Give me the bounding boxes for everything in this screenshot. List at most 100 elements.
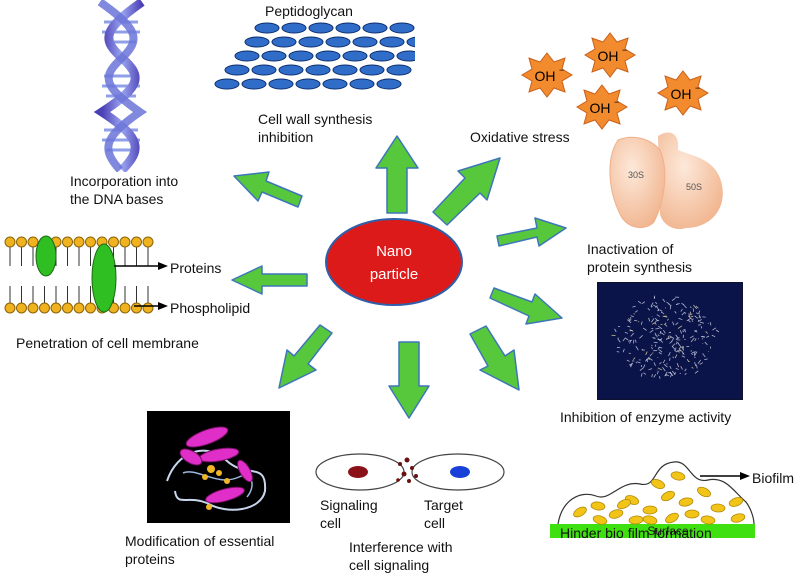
biofilm-image: Surface	[550, 461, 755, 538]
surface-bar	[550, 524, 755, 538]
peptidoglycan-unit	[278, 64, 304, 76]
arrow-up-left	[233, 171, 303, 208]
peptidoglycan-unit	[379, 36, 405, 48]
label-interference-2: cell signaling	[349, 557, 430, 573]
peptidoglycan-unit	[396, 50, 415, 62]
label-oxidative-stress: Oxidative stress	[470, 129, 570, 145]
peptidoglycan-unit	[241, 78, 267, 90]
phospholipid-head	[131, 236, 142, 248]
radical-4: OH −	[657, 70, 709, 116]
bacterium	[642, 515, 658, 525]
phospholipid-head	[4, 236, 16, 248]
svg-text:30S: 30S	[628, 170, 644, 180]
svg-text:OH: OH	[671, 86, 692, 102]
peptidoglycan-unit	[288, 50, 314, 62]
peptidoglycan-unit	[281, 22, 307, 34]
svg-text:−: −	[614, 97, 619, 107]
peptidoglycan-unit	[251, 64, 277, 76]
bacterium	[617, 498, 631, 510]
label-signaling-2: cell	[320, 515, 342, 531]
peptidoglycan-unit	[322, 78, 348, 90]
phospholipid-head	[108, 236, 119, 248]
surface-label: Surface	[647, 524, 689, 538]
phospholipid-head	[85, 302, 96, 314]
nanoparticle-label-line1: Nano	[376, 243, 412, 260]
label-proteins: Proteins	[170, 260, 222, 276]
label-biofilm: Biofilm	[752, 470, 795, 486]
ribosome-image: 30S 50S	[609, 132, 723, 230]
peptidoglycan-unit	[335, 22, 361, 34]
phospholipid-head	[85, 236, 96, 248]
bacterium	[697, 486, 711, 498]
peptidoglycan-unit	[376, 78, 402, 90]
arrow-down	[388, 341, 430, 419]
bacterium	[700, 515, 716, 525]
membrane-protein-large	[91, 243, 117, 313]
radical-2: OH −	[584, 32, 636, 78]
peptidoglycan-unit	[315, 50, 341, 62]
bacterium	[665, 512, 679, 524]
bacterium	[710, 503, 726, 513]
cell-signaling-image	[315, 453, 505, 491]
peptidoglycan-unit	[325, 36, 351, 48]
label-inactivation-2: protein synthesis	[587, 259, 693, 275]
ribosome-large-subunit	[658, 132, 723, 230]
peptidoglycan-unit	[369, 50, 395, 62]
arrow-right-upper	[496, 217, 567, 247]
bacterium	[573, 506, 587, 518]
label-target-2: cell	[424, 515, 446, 531]
bacterium	[590, 501, 606, 511]
peptidoglycan-unit	[308, 22, 334, 34]
phospholipid-head	[119, 302, 131, 314]
bacterium	[608, 509, 624, 519]
svg-text:OH: OH	[598, 48, 619, 64]
signal-molecules	[396, 457, 418, 483]
peptidoglycan-unit	[214, 78, 240, 90]
label-signaling-1: Signaling	[320, 497, 378, 513]
label-interference-1: Interference with	[349, 539, 453, 555]
peptidoglycan-unit	[254, 22, 280, 34]
label-dna-1: Incorporation into	[70, 173, 179, 189]
label-phospholipid: Phospholipid	[170, 300, 251, 316]
peptidoglycan-unit	[342, 50, 368, 62]
arrow-down-right	[469, 325, 520, 391]
essential-protein-image	[147, 411, 290, 523]
phospholipid-head	[142, 302, 154, 314]
label-peptidoglycan: Peptidoglycan	[265, 3, 353, 19]
label-modification-1: Modification of essential	[125, 533, 275, 549]
nanoparticle-label-line2: particle	[370, 266, 418, 283]
phospholipid-head	[62, 302, 73, 314]
phospholipid-head	[119, 236, 131, 248]
cell-membrane-image	[4, 235, 168, 314]
target-cell-nucleus	[450, 466, 470, 478]
radical-3: OH −	[576, 84, 628, 130]
arrow-down-left	[278, 324, 333, 389]
phospholipid-head	[50, 302, 62, 314]
peptidoglycan-unit	[234, 50, 260, 62]
phospholipid-head	[16, 302, 27, 314]
label-membrane: Penetration of cell membrane	[16, 335, 199, 351]
bacterium	[650, 479, 666, 489]
phospholipid-head	[62, 236, 73, 248]
biofilm-matrix	[557, 461, 755, 525]
peptidoglycan-unit	[298, 36, 324, 48]
peptidoglycan-unit	[268, 78, 294, 90]
ribosome-small-subunit	[609, 136, 666, 229]
svg-text:50S: 50S	[686, 182, 702, 192]
label-modification-2: proteins	[125, 551, 175, 567]
peptidoglycan-unit	[349, 78, 375, 90]
peptidoglycan-unit	[332, 64, 358, 76]
bacterium	[642, 505, 658, 515]
svg-text:−: −	[559, 65, 564, 75]
phospholipid-head	[73, 302, 85, 314]
svg-text:OH: OH	[535, 68, 556, 84]
membrane-protein-small	[35, 235, 57, 277]
phospholipid-head	[4, 302, 16, 314]
bacterium	[684, 509, 700, 519]
bacterium	[730, 513, 746, 523]
bacterium	[592, 515, 608, 525]
radicals-image: OH − OH − OH − OH −	[521, 32, 709, 130]
dna-helix-image	[93, 0, 148, 172]
